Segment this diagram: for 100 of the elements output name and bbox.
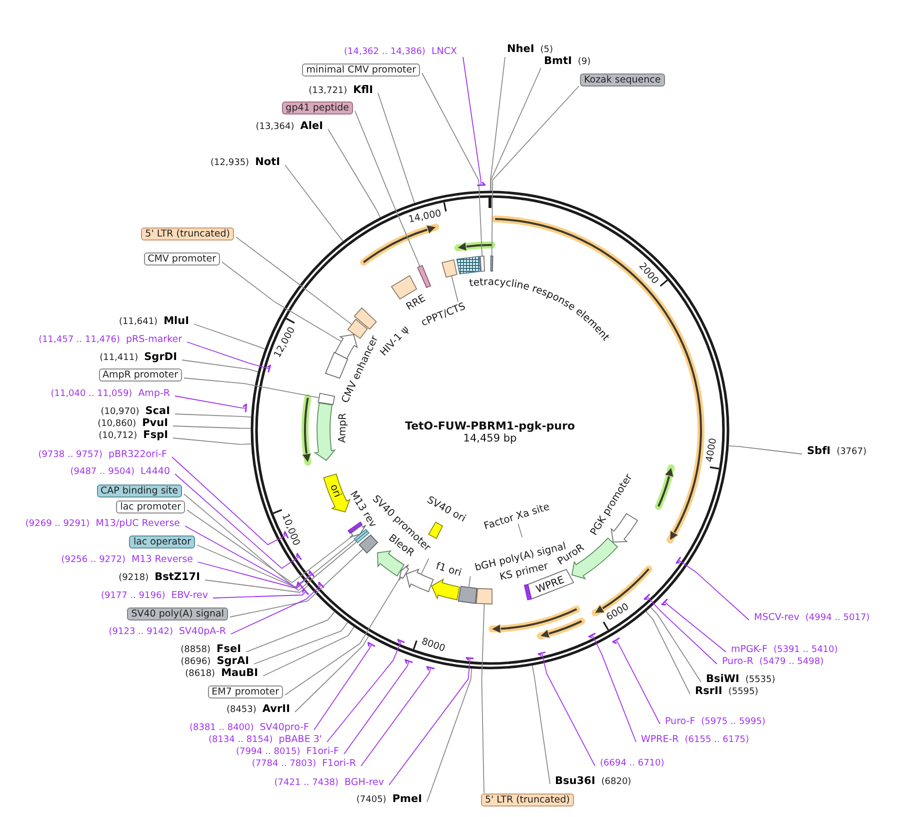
enzyme-name: SgrAI bbox=[216, 656, 249, 667]
leader-line bbox=[184, 494, 358, 592]
scale-label: 14,000 bbox=[408, 208, 442, 226]
primer-name: F1ori-F bbox=[306, 746, 339, 757]
leader-line bbox=[490, 56, 506, 192]
leader-line bbox=[388, 658, 470, 786]
leader-line bbox=[664, 602, 726, 652]
primer-name: mPGK-F bbox=[731, 644, 768, 655]
site-position: (6820) bbox=[601, 777, 632, 788]
site-position: (10,860) bbox=[98, 419, 136, 430]
leader-line bbox=[328, 128, 381, 218]
feature-tag: EM7 promoter bbox=[208, 686, 283, 698]
feature-tag: SV40 poly(A) signal bbox=[127, 608, 228, 620]
feature-tag: CMV promoter bbox=[144, 252, 220, 266]
leader-line bbox=[422, 72, 483, 257]
enzyme-name: PmeI bbox=[392, 794, 422, 805]
primer-position: (9738 .. 9757) bbox=[38, 450, 102, 461]
primer-name: LNCX bbox=[431, 46, 457, 57]
feature-tag: AmpR promoter bbox=[98, 368, 182, 382]
orf-arc bbox=[654, 464, 675, 510]
feature-tag: 5' LTR (truncated) bbox=[141, 228, 234, 240]
enzyme-name: NotI bbox=[255, 157, 280, 168]
primer-name: BGH-rev bbox=[344, 777, 384, 788]
leader-line bbox=[194, 324, 266, 350]
primer-position: (9123 .. 9142) bbox=[108, 627, 174, 638]
primer-name: M13/pUC Reverse bbox=[96, 518, 180, 529]
site-position: (8618) bbox=[185, 669, 216, 680]
leader-line bbox=[491, 86, 580, 256]
primer-position: (11,040 .. 11,059) bbox=[50, 389, 132, 400]
primer-mark bbox=[302, 588, 310, 596]
site-position: (8696) bbox=[180, 657, 211, 668]
enzyme-name: MauBI bbox=[221, 668, 258, 679]
primer-position: (4994 .. 5017) bbox=[805, 613, 870, 624]
enzyme-name: BmtI bbox=[544, 56, 572, 67]
site-position: (9) bbox=[578, 57, 591, 68]
leader-line bbox=[174, 414, 252, 418]
feature-tag: Kozak sequence bbox=[580, 74, 665, 86]
site-position: (9218) bbox=[118, 573, 149, 584]
leader-line bbox=[172, 456, 286, 546]
site-position: (8453) bbox=[226, 705, 256, 716]
map-title: TetO-FUW-PBRM1-pgk-puro bbox=[405, 420, 575, 432]
enzyme-name: BsiWI bbox=[706, 674, 740, 685]
primer-position: (14,362 .. 14,386) bbox=[344, 47, 426, 58]
primer-position: (9487 .. 9504) bbox=[70, 467, 135, 478]
enzyme-name: AvrII bbox=[262, 704, 290, 715]
primer-name: pBABE 3' bbox=[278, 734, 322, 745]
leader-line bbox=[360, 668, 431, 766]
primer-position: (6694 .. 6710) bbox=[600, 758, 664, 770]
orf-arc bbox=[454, 242, 496, 252]
site-position: (10,712) bbox=[98, 431, 138, 442]
leader-line bbox=[344, 662, 410, 754]
leader-line bbox=[647, 596, 718, 664]
site-position: (5) bbox=[540, 45, 554, 56]
leader-line bbox=[378, 92, 415, 204]
primer-name: SV40pA-R bbox=[179, 626, 226, 637]
primer-position: (5391 .. 5410) bbox=[773, 645, 838, 656]
primer-name: WPRE-R bbox=[641, 734, 679, 745]
enzyme-name: PvuI bbox=[142, 418, 168, 429]
primer-mark bbox=[368, 642, 376, 647]
enzyme-name: BstZ17I bbox=[154, 572, 200, 583]
leader-line bbox=[254, 622, 348, 664]
leader-line bbox=[326, 641, 402, 742]
primer-position: (5975 .. 5995) bbox=[701, 717, 766, 728]
primer-position: (6155 .. 6175) bbox=[684, 735, 750, 746]
leader-line bbox=[518, 523, 523, 538]
leader-line bbox=[172, 426, 252, 429]
enzyme-name: AleI bbox=[300, 121, 323, 132]
site-position: (11,411) bbox=[100, 353, 138, 364]
leader-line bbox=[212, 592, 306, 598]
enzyme-name: RsrII bbox=[695, 686, 722, 697]
leader-line bbox=[542, 653, 596, 766]
primer-mark bbox=[661, 598, 668, 606]
feature-label: AmpR bbox=[337, 412, 349, 443]
leader-line bbox=[174, 396, 246, 409]
leader-line bbox=[184, 378, 320, 398]
leader-line bbox=[646, 610, 690, 694]
primer-position: (7994 .. 8015) bbox=[236, 747, 300, 758]
leader-line bbox=[462, 56, 482, 185]
primer-name: SV40pro-F bbox=[260, 722, 309, 733]
primer-name: MSCV-rev bbox=[754, 612, 800, 623]
feature-tag: lac operator bbox=[129, 536, 195, 548]
leader-line bbox=[616, 640, 660, 724]
leader-line bbox=[426, 668, 472, 802]
leader-line bbox=[246, 612, 336, 652]
leader-line bbox=[284, 576, 401, 696]
leader-line bbox=[196, 539, 356, 588]
leader-line bbox=[198, 562, 300, 589]
leader-line bbox=[186, 510, 354, 584]
primer-name: Puro-F bbox=[665, 716, 696, 727]
feature-tag: lac promoter bbox=[116, 500, 185, 514]
primer-position: (9256 .. 9272) bbox=[61, 555, 126, 566]
leader-line bbox=[236, 236, 352, 325]
site-position: (12,935) bbox=[210, 158, 250, 169]
primer-name: pBR322ori-F bbox=[108, 449, 167, 460]
leader-line bbox=[592, 635, 636, 742]
leader-line bbox=[230, 585, 322, 634]
enzyme-name: NheI bbox=[507, 44, 534, 55]
primer-name: Puro-R bbox=[722, 656, 754, 667]
primer-position: (7421 .. 7438) bbox=[274, 778, 339, 789]
leader-line bbox=[184, 526, 312, 588]
